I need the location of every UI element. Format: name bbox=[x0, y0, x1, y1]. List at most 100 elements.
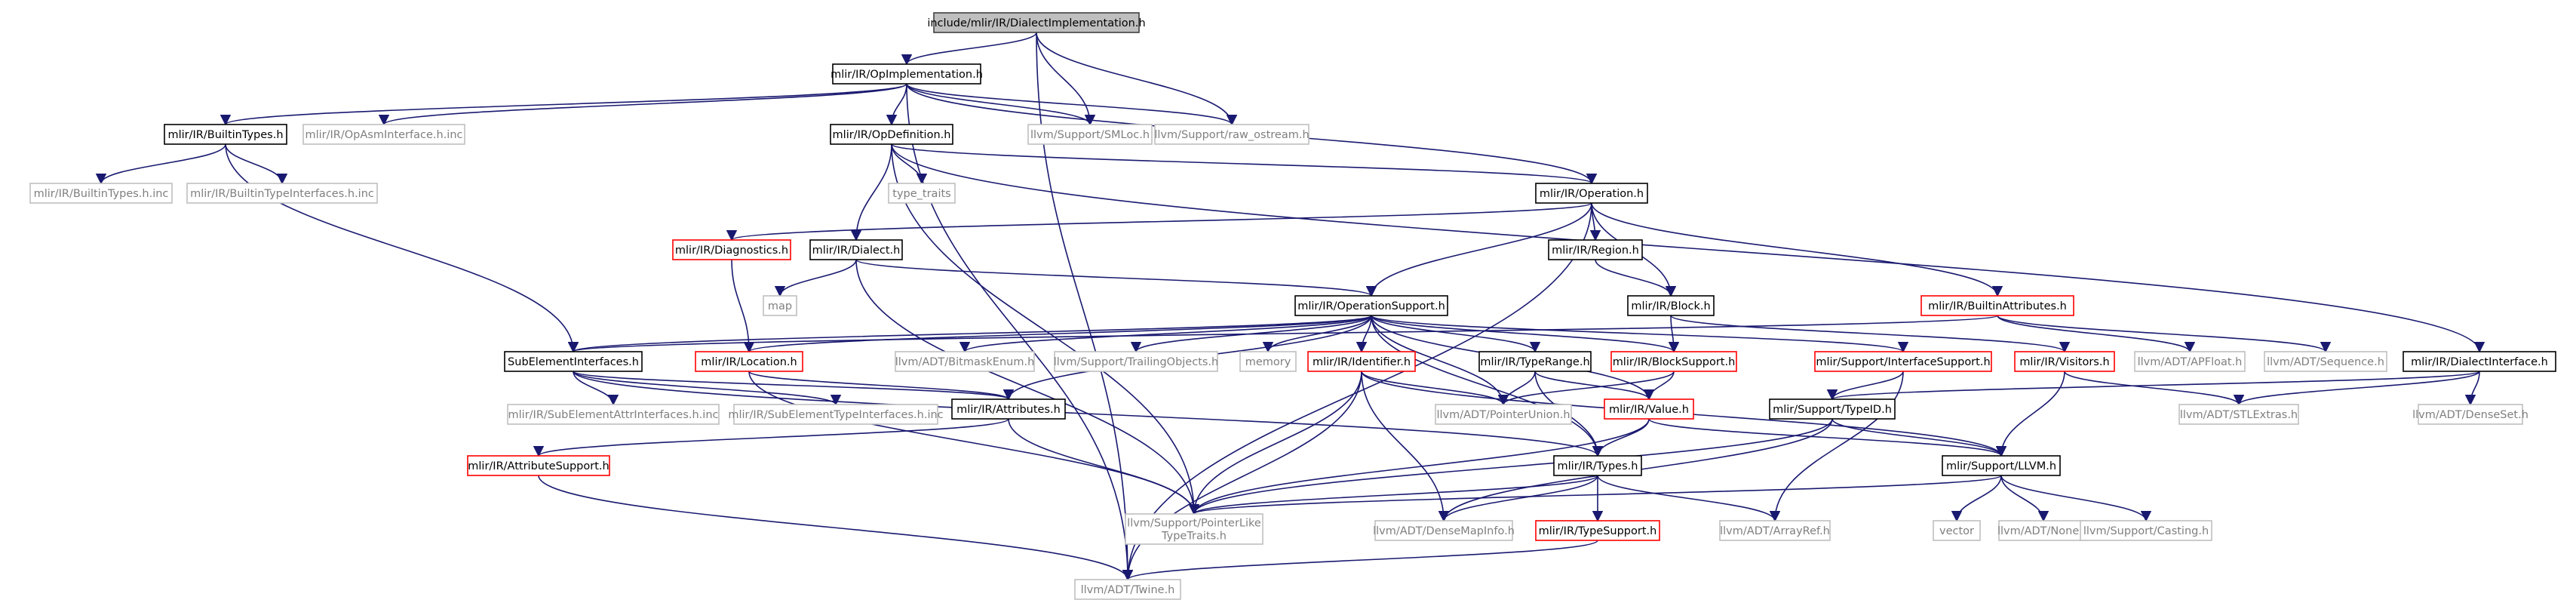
edge-root-to-twine bbox=[1036, 32, 1134, 581]
node-label: mlir/IR/BuiltinAttributes.h bbox=[1928, 300, 2067, 312]
node-value[interactable]: mlir/IR/Value.h bbox=[1604, 398, 1694, 420]
edge-attributes-to-ptrlike bbox=[1008, 418, 1200, 515]
dependency-edges bbox=[95, 32, 2485, 581]
node-box bbox=[1769, 398, 1896, 420]
node-label: llvm/ADT/Twine.h bbox=[1081, 584, 1175, 596]
node-type_traits: type_traits bbox=[888, 183, 956, 204]
edge-block-to-blocksupport bbox=[1668, 315, 1680, 353]
node-opdef[interactable]: mlir/IR/OpDefinition.h bbox=[830, 124, 953, 145]
node-box bbox=[1535, 520, 1660, 541]
node-identifier[interactable]: mlir/IR/Identifier.h bbox=[1307, 351, 1416, 372]
edge-opdef-to-ptrlike bbox=[891, 143, 1200, 515]
node-label: mlir/IR/Dialect.h bbox=[812, 245, 901, 257]
edge-opimpl-to-smloc bbox=[906, 83, 1096, 126]
node-label: llvm/Support/TrailingObjects.h bbox=[1054, 356, 1218, 368]
edge-builtintypes-to-btinc bbox=[95, 143, 226, 185]
node-label: SubElementInterfaces.h bbox=[508, 356, 639, 368]
node-label: llvm/ADT/STLExtras.h bbox=[2180, 409, 2298, 421]
edge-opsupport-to-ifacesupport bbox=[1371, 315, 1908, 353]
node-label: llvm/ADT/DenseSet.h bbox=[2412, 409, 2528, 421]
edge-opdef-to-operation bbox=[891, 143, 1597, 185]
node-label: llvm/ADT/ArrayRef.h bbox=[1720, 525, 1830, 537]
node-builtintypes[interactable]: mlir/IR/BuiltinTypes.h bbox=[164, 124, 287, 145]
node-subelem[interactable]: SubElementInterfaces.h bbox=[504, 351, 643, 372]
node-label: mlir/IR/BuiltinTypes.h bbox=[167, 129, 283, 141]
node-trailing: llvm/Support/TrailingObjects.h bbox=[1054, 351, 1218, 372]
node-label: mlir/IR/Value.h bbox=[1609, 404, 1689, 416]
edge-location-to-attributes bbox=[748, 371, 1014, 401]
node-box bbox=[1604, 398, 1694, 420]
node-label: mlir/IR/TypeRange.h bbox=[1480, 356, 1589, 368]
node-label: mlir/IR/Diagnostics.h bbox=[675, 245, 788, 257]
node-opsupport[interactable]: mlir/IR/OperationSupport.h bbox=[1294, 295, 1448, 316]
node-box bbox=[2418, 404, 2523, 425]
node-root[interactable]: include/mlir/IR/DialectImplementation.h bbox=[927, 12, 1146, 33]
edge-builtinattrs-to-subelem bbox=[568, 315, 1998, 353]
node-dialectiface[interactable]: mlir/IR/DialectInterface.h bbox=[2403, 351, 2556, 372]
node-ifacesupport[interactable]: mlir/Support/InterfaceSupport.h bbox=[1814, 351, 1992, 372]
node-region[interactable]: mlir/IR/Region.h bbox=[1548, 239, 1643, 260]
edge-root-to-opimpl bbox=[901, 32, 1037, 66]
node-box bbox=[1627, 295, 1715, 316]
node-llvmh[interactable]: mlir/Support/LLVM.h bbox=[1942, 455, 2061, 476]
edge-dialect-to-opsupport bbox=[855, 259, 1377, 297]
node-builtinattrs[interactable]: mlir/IR/BuiltinAttributes.h bbox=[1920, 295, 2074, 316]
edge-opsupport-to-trailing bbox=[1130, 315, 1372, 353]
node-attrsupport[interactable]: mlir/IR/AttributeSupport.h bbox=[467, 455, 610, 476]
edge-ifacesupport-to-typeid bbox=[1826, 371, 1904, 401]
node-label: mlir/IR/Location.h bbox=[701, 356, 797, 368]
node-types[interactable]: mlir/IR/Types.h bbox=[1553, 455, 1642, 476]
node-box bbox=[951, 398, 1066, 420]
edge-subelem-to-attributes bbox=[573, 371, 1014, 401]
edge-opsupport-to-types bbox=[1371, 315, 1604, 457]
edge-root-to-raw_ostream bbox=[1036, 32, 1238, 126]
node-dialect[interactable]: mlir/IR/Dialect.h bbox=[809, 239, 903, 260]
node-label: llvm/ADT/APFloat.h bbox=[2138, 356, 2243, 368]
node-box bbox=[1074, 579, 1181, 600]
node-box bbox=[1998, 520, 2089, 541]
node-box bbox=[2178, 404, 2299, 425]
node-diagnostics[interactable]: mlir/IR/Diagnostics.h bbox=[672, 239, 791, 260]
node-sequence: llvm/ADT/Sequence.h bbox=[2264, 351, 2387, 372]
node-block[interactable]: mlir/IR/Block.h bbox=[1627, 295, 1715, 316]
edge-identifier-to-ptrlike bbox=[1188, 371, 1362, 515]
node-typesupport[interactable]: mlir/IR/TypeSupport.h bbox=[1535, 520, 1660, 541]
node-apfloat: llvm/ADT/APFloat.h bbox=[2134, 351, 2246, 372]
node-box bbox=[1307, 351, 1416, 372]
node-none: llvm/ADT/None.h bbox=[1997, 520, 2089, 541]
edge-block-to-visitors bbox=[1670, 315, 2070, 353]
node-operation[interactable]: mlir/IR/Operation.h bbox=[1535, 183, 1648, 204]
node-typerange[interactable]: mlir/IR/TypeRange.h bbox=[1478, 351, 1592, 372]
node-box bbox=[1478, 351, 1592, 372]
node-bitmask: llvm/ADT/BitmaskEnum.h bbox=[895, 351, 1035, 372]
node-label: mlir/IR/Visitors.h bbox=[2019, 356, 2109, 368]
node-box bbox=[1553, 455, 1642, 476]
edge-opsupport-to-subelem bbox=[568, 315, 1372, 353]
edge-opimpl-to-opdef bbox=[886, 83, 907, 126]
node-label: mlir/IR/OpImplementation.h bbox=[831, 69, 983, 81]
node-blocksupport[interactable]: mlir/IR/BlockSupport.h bbox=[1610, 351, 1737, 372]
edge-llvmh-to-vector bbox=[1951, 475, 2002, 522]
edge-visitors-to-llvmh bbox=[1995, 371, 2065, 457]
node-label: mlir/IR/SubElementTypeInterfaces.h.inc bbox=[728, 409, 943, 421]
node-opimpl[interactable]: mlir/IR/OpImplementation.h bbox=[831, 63, 983, 85]
edge-identifier-to-twine bbox=[1122, 371, 1362, 581]
edge-llvmh-to-none bbox=[2000, 475, 2049, 522]
edge-opimpl-to-builtintypes bbox=[220, 83, 907, 126]
edge-typeid-to-llvmh bbox=[1831, 418, 2007, 457]
node-label: mlir/IR/TypeSupport.h bbox=[1539, 525, 1657, 537]
node-box bbox=[1933, 520, 1981, 541]
node-location[interactable]: mlir/IR/Location.h bbox=[695, 351, 803, 372]
edge-builtintypes-to-subelem bbox=[225, 143, 579, 353]
edge-identifier-to-densemapinfo bbox=[1361, 371, 1450, 522]
node-box bbox=[507, 404, 720, 425]
node-attributes[interactable]: mlir/IR/Attributes.h bbox=[951, 398, 1066, 420]
edge-subelem-to-types bbox=[573, 371, 1603, 457]
node-vector: vector bbox=[1933, 520, 1981, 541]
node-box bbox=[2134, 351, 2246, 372]
node-visitors[interactable]: mlir/IR/Visitors.h bbox=[2014, 351, 2115, 372]
node-typeid[interactable]: mlir/Support/TypeID.h bbox=[1769, 398, 1896, 420]
